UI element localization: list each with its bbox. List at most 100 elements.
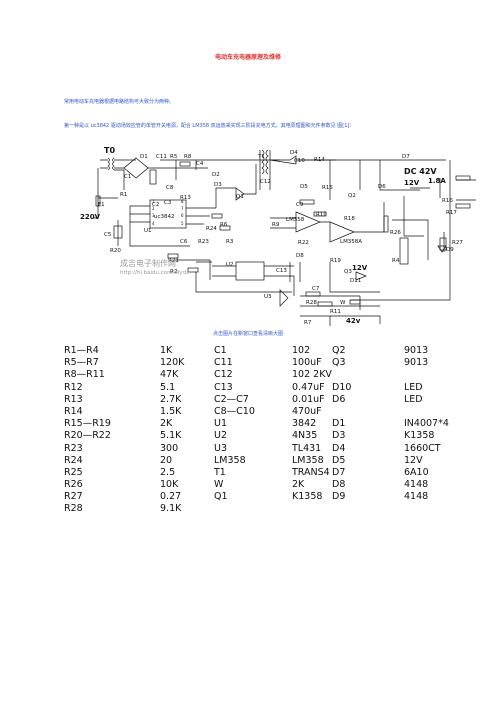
component-ref: D3 [332, 430, 346, 442]
label-r7: R7 [304, 320, 312, 326]
component-value: 4148 [404, 479, 429, 491]
component-value: 6A10 [404, 466, 429, 478]
component-value: 5.1 [160, 381, 176, 393]
component-ref: R25 [64, 466, 83, 478]
component-ref: Q1 [214, 491, 228, 503]
label-d8: D8 [296, 253, 304, 259]
label-42v: 42v [346, 317, 361, 325]
label-r10: R10 [316, 212, 327, 218]
pin-7: 7 [181, 206, 184, 211]
label-d2: D2 [212, 172, 220, 178]
label-r24: R24 [206, 226, 217, 232]
label-d5: D5 [300, 184, 308, 190]
component-value: 4148 [404, 491, 429, 503]
label-t1: T1 [257, 154, 265, 160]
component-value: IN4007*4 [404, 418, 449, 430]
component-ref: C13 [214, 381, 233, 393]
label-f1: F1 [98, 202, 105, 208]
component-ref: U3 [214, 442, 227, 454]
image-caption-link[interactable]: 点击图片在新窗口查看清晰大图 [212, 331, 283, 337]
intro-paragraph: 常用电动车充电器根据电路结构可大致分为两种。 [64, 99, 175, 105]
label-r4: R4 [392, 258, 400, 264]
label-c6: C6 [180, 239, 188, 245]
label-r8: R8 [184, 154, 192, 160]
component-value: LED [404, 381, 423, 393]
component-ref: U2 [214, 430, 227, 442]
label-c11: C11 [156, 154, 167, 160]
label-r21: R21 [168, 258, 179, 264]
label-d11: D11 [350, 278, 361, 284]
component-value: 12V [404, 454, 423, 466]
component-value: 1.5K [160, 405, 182, 417]
page-title: 电动车充电器原理及维修 [214, 54, 281, 61]
label-c10: C10 [294, 158, 305, 164]
component-ref: R5—R7 [64, 357, 99, 369]
label-d7: D7 [402, 154, 410, 160]
component-ref: R24 [64, 454, 83, 466]
component-value: 2K [292, 479, 305, 491]
component-ref: C8—C10 [214, 405, 255, 417]
label-r16: R16 [442, 198, 453, 204]
component-value: 4N35 [292, 430, 318, 442]
charger-schematic[interactable]: T0 D1 C11 R5 R8 C4 D2 T1 D4 C10 R14 D7 D… [0, 140, 496, 330]
component-value: 5.1K [160, 430, 182, 442]
label-c13: C13 [276, 268, 287, 274]
component-value: 9013 [404, 345, 429, 356]
label-r20: R20 [110, 248, 121, 254]
component-ref: R13 [64, 393, 83, 405]
component-value: 470uF [292, 405, 322, 417]
label-c2: C2 [152, 202, 159, 208]
component-ref: T1 [214, 466, 226, 478]
description-paragraph[interactable]: 第一种是以 uc3842 驱动场效应管的单管开关电源，配合 LM358 双运放来… [64, 123, 355, 129]
component-value: 20 [160, 454, 173, 466]
component-value: LED [404, 393, 423, 405]
label-u1: U1 [144, 228, 152, 234]
label-r5: R5 [170, 154, 178, 160]
label-r17: R17 [446, 210, 457, 216]
label-d6: D6 [378, 184, 386, 190]
component-ref: D4 [332, 442, 346, 454]
component-ref: D6 [332, 393, 346, 405]
component-ref: D10 [332, 381, 352, 393]
label-r22: R22 [298, 240, 309, 246]
label-r27: R27 [452, 240, 463, 246]
label-dc: DC 42V [404, 167, 437, 176]
component-ref: R27 [64, 491, 83, 503]
label-r6: R6 [220, 222, 228, 228]
component-value: 3842 [292, 418, 317, 430]
component-value: 102 2KV [292, 369, 332, 381]
component-value: 100uF [292, 357, 322, 369]
label-q2: Q2 [348, 193, 356, 199]
component-ref: R8—R11 [64, 369, 105, 381]
label-w: W [340, 300, 346, 306]
component-value: TL431 [292, 442, 322, 454]
label-d4: D4 [290, 150, 298, 156]
component-value: 1K [160, 345, 173, 356]
component-ref: R20—R22 [64, 430, 111, 442]
label-d1: D1 [140, 154, 148, 160]
component-value: 0.01uF [292, 393, 325, 405]
label-r13: R13 [180, 195, 191, 201]
component-ref: R15—R19 [64, 418, 111, 430]
label-lm358: LM358 [286, 217, 305, 223]
watermark-url: http://hi.baidu.com/dlydz [120, 270, 189, 276]
component-ref: R1—R4 [64, 345, 99, 356]
label-220v: 220V [80, 213, 101, 221]
component-value: TRANS4 [292, 466, 330, 478]
pin-4: 4 [152, 221, 155, 226]
component-ref: R14 [64, 405, 83, 417]
label-c1: C1 [124, 174, 131, 180]
component-value: 0.47uF [292, 381, 325, 393]
component-value: 10K [160, 479, 179, 491]
label-c5: C5 [104, 232, 112, 238]
pin-8: 8 [181, 199, 184, 204]
component-ref: R12 [64, 381, 83, 393]
label-d9: D9 [446, 247, 454, 253]
component-ref: C2—C7 [214, 393, 249, 405]
component-value: 9013 [404, 357, 429, 369]
component-value: 1660CT [404, 442, 441, 454]
label-r28: R28 [306, 300, 317, 306]
pin-1: 1 [152, 199, 155, 204]
component-ref: R23 [64, 442, 83, 454]
label-d3: D3 [214, 182, 222, 188]
